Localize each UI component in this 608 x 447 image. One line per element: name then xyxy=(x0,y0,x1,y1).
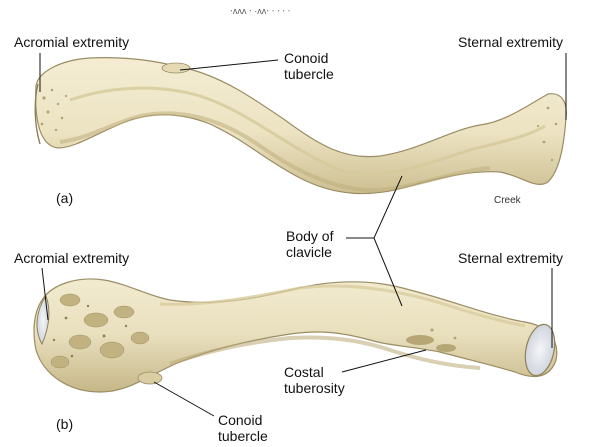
label-conoid-tubercle-a-line2: tubercle xyxy=(284,66,364,82)
label-sternal-extremity-a: Sternal extremity xyxy=(458,34,563,50)
label-conoid-tubercle-a-line1: Conoid xyxy=(284,50,364,66)
label-sternal-extremity-b: Sternal extremity xyxy=(458,250,563,266)
credit-text: Creek xyxy=(494,193,521,209)
top-fragment: ‧ᴧᴧᴧ ‧ ·ᴧᴧ‧ ‧ ‧ ‧ ‧ xyxy=(230,6,291,16)
label-conoid-tubercle-b-line2: tubercle xyxy=(218,428,298,444)
panel-label-a: (a) xyxy=(56,190,73,206)
label-costal-tuberosity-line1: Costal xyxy=(284,364,374,380)
conoid-tubercle-a xyxy=(162,63,190,73)
label-costal-tuberosity-line2: tuberosity xyxy=(284,380,374,396)
leader-conoid-a xyxy=(180,60,278,70)
conoid-tubercle-b xyxy=(138,372,162,384)
leader-conoid-b xyxy=(154,382,214,416)
label-body-of-clavicle: Body of clavicle xyxy=(286,228,356,260)
label-conoid-tubercle-b-line1: Conoid xyxy=(218,412,298,428)
label-conoid-tubercle-b: Conoid tubercle xyxy=(218,412,298,444)
panel-label-b: (b) xyxy=(56,416,73,432)
label-conoid-tubercle-a: Conoid tubercle xyxy=(284,50,364,82)
label-costal-tuberosity: Costal tuberosity xyxy=(284,364,374,396)
label-body-of-clavicle-line2: clavicle xyxy=(286,244,356,260)
label-acromial-extremity-a: Acromial extremity xyxy=(14,34,129,50)
label-acromial-extremity-b: Acromial extremity xyxy=(14,250,129,266)
label-body-of-clavicle-line1: Body of xyxy=(286,228,356,244)
